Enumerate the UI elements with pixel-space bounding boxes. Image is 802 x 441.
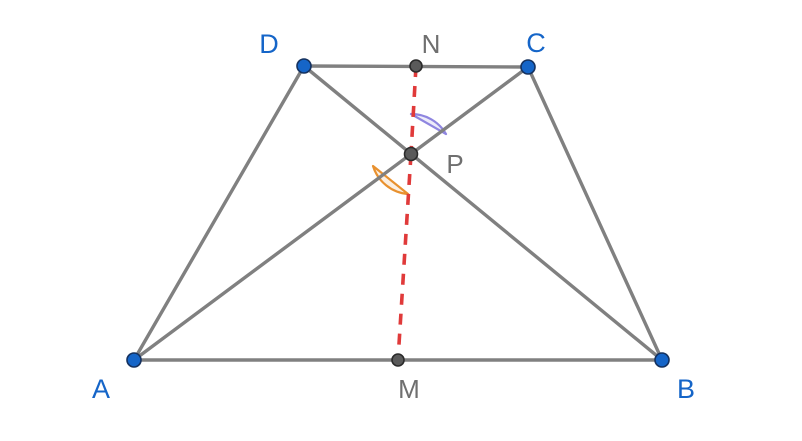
label-M: M [398,374,420,404]
point-N[interactable] [409,59,423,73]
label-N: N [422,29,441,59]
label-C: C [526,28,546,58]
label-D: D [259,29,279,59]
angle-arc-NPC [409,112,448,136]
label-A: A [92,374,110,404]
point-C[interactable] [520,59,536,75]
label-P: P [446,149,463,179]
point-D[interactable] [296,58,312,74]
diagonal-DB [302,64,664,362]
point-B[interactable] [654,352,670,368]
diagonal-AC [132,65,530,362]
point-A[interactable] [126,352,142,368]
point-M[interactable] [391,353,405,367]
dashed-segment-PM [396,153,413,361]
label-B: B [677,374,695,404]
dashed-segment-NP [409,65,418,155]
side-DA [132,64,306,362]
side-BC [526,65,664,362]
point-P[interactable] [403,146,419,162]
